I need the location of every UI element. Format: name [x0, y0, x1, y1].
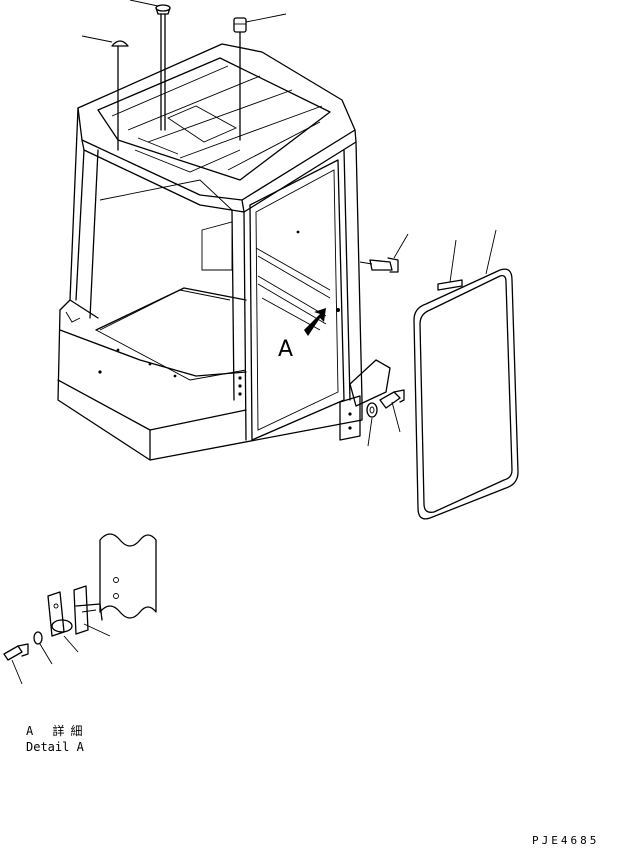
detail-a-title-en: Detail A [26, 740, 84, 754]
glass-seal-strip [437, 239, 463, 291]
detail-a-callout-label: A [278, 337, 294, 362]
side-bolt [359, 233, 409, 273]
hinge-washer [366, 402, 378, 447]
cab-body [57, 43, 391, 461]
hinge-bolt [379, 389, 405, 433]
detail-a-bracket [73, 533, 157, 637]
detail-a-title-jp: A 詳細 [26, 724, 89, 738]
roof-bolt [129, 0, 171, 131]
figure-code: PJE4685 [532, 834, 600, 847]
detail-a-hinge-plate [47, 591, 79, 653]
roof-cap [233, 13, 287, 141]
door-glass-panel [413, 229, 519, 520]
detail-a-bolt [3, 643, 29, 685]
roof-rivet [81, 35, 129, 151]
detail-a-spring-washer [33, 631, 53, 665]
